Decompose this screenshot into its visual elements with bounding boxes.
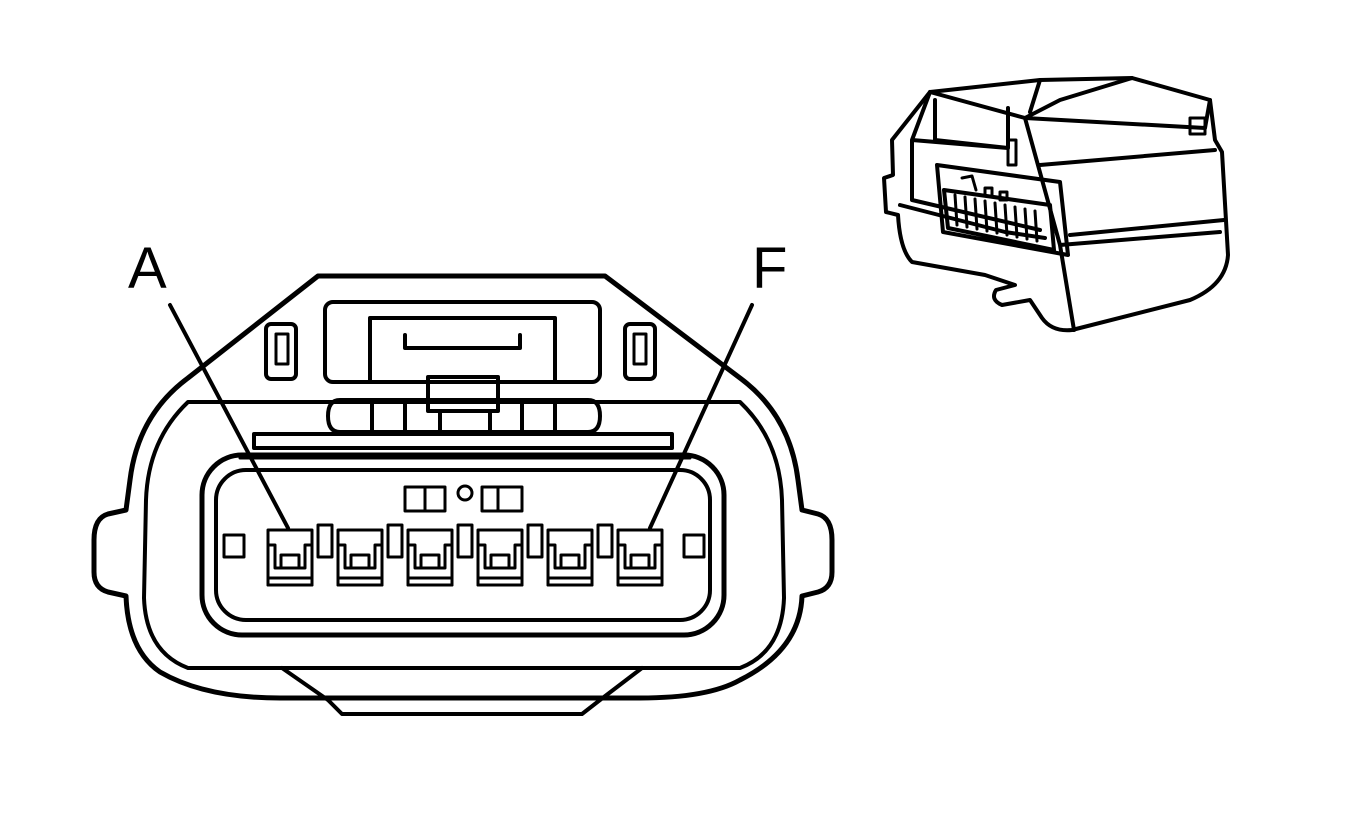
terminal-cavity bbox=[336, 528, 384, 587]
cavity-end-guide bbox=[682, 533, 706, 559]
iso-latch-details bbox=[960, 116, 1207, 202]
leader-line-f bbox=[648, 303, 754, 530]
terminal-cavity bbox=[476, 528, 524, 587]
iso-front-face bbox=[1023, 116, 1226, 332]
terminal-cavities bbox=[222, 523, 706, 587]
lock-bar bbox=[252, 432, 674, 450]
terminal-cavity bbox=[616, 528, 664, 587]
leader-line-a bbox=[168, 303, 290, 530]
left-slot bbox=[264, 322, 298, 381]
connector-face-view bbox=[91, 273, 835, 716]
cavity-divider bbox=[316, 523, 334, 559]
polarity-box-right bbox=[480, 485, 524, 513]
terminal-contact bbox=[419, 553, 441, 570]
latch-housing bbox=[323, 300, 602, 384]
cavity-divider bbox=[386, 523, 404, 559]
terminal-cavity bbox=[266, 528, 314, 587]
terminal-contact bbox=[629, 553, 651, 570]
iso-cavity-window bbox=[935, 163, 1070, 257]
left-slot-inner bbox=[274, 332, 290, 366]
terminal-contact bbox=[559, 553, 581, 570]
terminal-contact bbox=[349, 553, 371, 570]
cavity-frame-inner bbox=[214, 468, 712, 622]
cavity-divider bbox=[526, 523, 544, 559]
terminal-contact bbox=[279, 553, 301, 570]
terminal-cavity bbox=[546, 528, 594, 587]
pin-label-a: A bbox=[128, 236, 167, 301]
latch-tab bbox=[426, 375, 500, 413]
outer-shell bbox=[91, 273, 835, 701]
terminal-contact bbox=[489, 553, 511, 570]
right-slot bbox=[623, 322, 657, 381]
inner-shell bbox=[142, 400, 786, 670]
cavity-end-guide bbox=[222, 533, 246, 559]
polarity-dot bbox=[456, 484, 474, 502]
connector-isometric-view bbox=[882, 76, 1230, 333]
terminal-cavity bbox=[406, 528, 454, 587]
iso-left-frame bbox=[898, 90, 1047, 240]
cavity-frame-outer bbox=[199, 452, 727, 638]
iso-body-outline bbox=[882, 76, 1230, 333]
iso-terminal-slots bbox=[953, 193, 1039, 243]
right-slot-inner bbox=[632, 332, 648, 366]
latch-arm bbox=[368, 316, 557, 384]
cavity-divider bbox=[596, 523, 614, 559]
pin-label-f: F bbox=[752, 236, 787, 301]
bottom-tab bbox=[280, 666, 644, 716]
latch-ribs bbox=[326, 398, 602, 434]
cavity-divider bbox=[456, 523, 474, 559]
